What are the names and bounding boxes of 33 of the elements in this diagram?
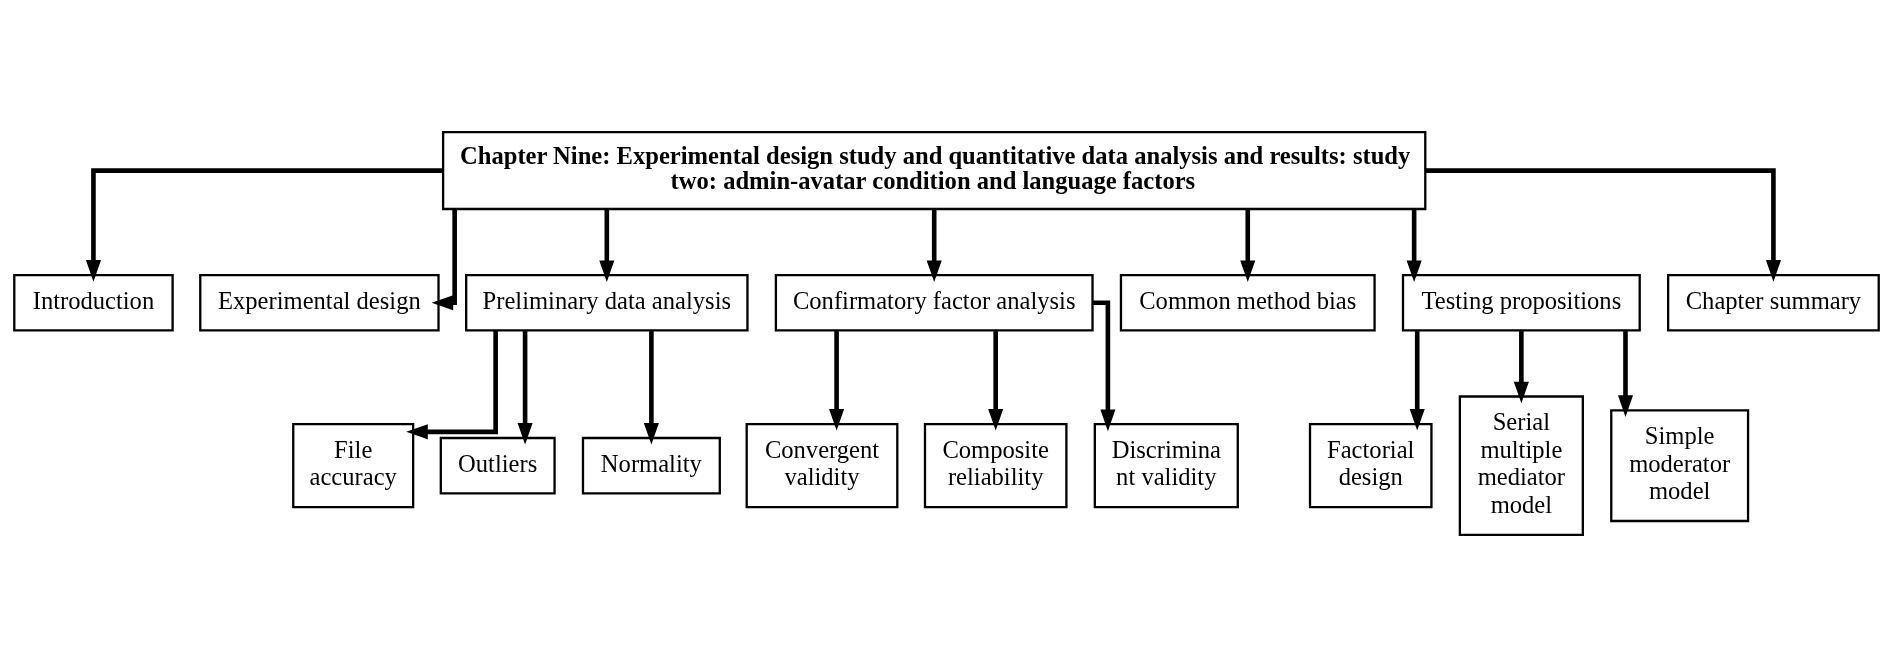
arrow — [926, 209, 942, 282]
node-box: Introduction — [13, 273, 174, 332]
node-box: Discrimina nt validity — [1093, 423, 1239, 509]
arrow — [1513, 331, 1529, 404]
node-box: Serial multiple mediator model — [1458, 395, 1584, 536]
node-box: Convergent validity — [745, 423, 899, 509]
node-box: Chapter Nine: Experimental design study and quantitative data analysis and results: study two: admin-avatar condition and language factors — [441, 131, 1427, 211]
node-box: Confirmatory factor analysis — [774, 273, 1094, 332]
node-box: Common method bias — [1119, 273, 1376, 332]
node-box: Composite reliability — [923, 423, 1068, 509]
arrow — [599, 209, 615, 282]
arrow — [1093, 300, 1116, 432]
arrow — [988, 331, 1004, 431]
node-box: Outliers — [439, 436, 556, 495]
arrow — [406, 330, 498, 440]
arrow — [1617, 331, 1634, 417]
arrow — [431, 209, 457, 311]
node-box: File accuracy — [292, 423, 415, 509]
node-box: Normality — [581, 436, 721, 495]
arrow — [1409, 331, 1425, 431]
arrow — [517, 331, 533, 445]
node-box: Chapter summary — [1667, 273, 1880, 332]
node-box: Simple moderator model — [1610, 409, 1750, 523]
arrow — [85, 168, 443, 282]
arrow — [643, 331, 659, 445]
arrow — [1240, 209, 1256, 282]
arrow — [829, 331, 845, 431]
node-box: Preliminary data analysis — [465, 273, 749, 332]
arrow — [1425, 168, 1781, 282]
node-box: Experimental design — [199, 273, 440, 332]
node-box: Factorial design — [1308, 423, 1433, 509]
arrow — [1406, 209, 1422, 282]
node-box: Testing propositions — [1401, 273, 1641, 332]
